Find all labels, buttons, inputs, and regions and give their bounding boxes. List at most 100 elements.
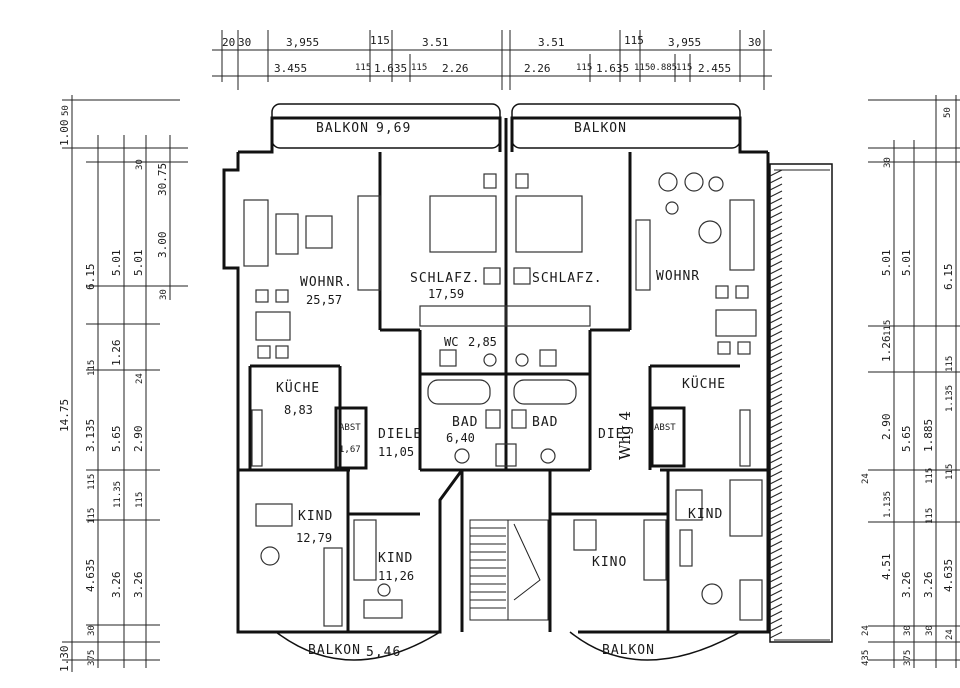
dim-label: 375	[87, 650, 97, 666]
hatch-stroke	[769, 589, 783, 597]
hatch-stroke	[769, 603, 783, 611]
dim-label: 115	[576, 63, 592, 73]
hatch-stroke	[769, 190, 783, 198]
wardrobe-icon	[505, 305, 591, 327]
hatch-stroke	[769, 281, 783, 289]
hatch-stroke	[769, 533, 783, 541]
dim-label: 435	[861, 650, 871, 666]
chair-icon	[658, 172, 678, 192]
hatch-stroke	[769, 358, 783, 366]
dim-label: 2.26	[524, 62, 551, 75]
hatch-stroke	[769, 316, 783, 324]
room-label-kueche-left: KÜCHE	[276, 379, 320, 396]
hatch-stroke	[769, 505, 783, 513]
dim-label: 115	[945, 464, 955, 480]
dim-label: 115	[634, 63, 650, 73]
shelf-icon	[357, 195, 381, 291]
dim-label: 3.135	[84, 419, 97, 452]
unit-tag: Whg 4	[616, 411, 634, 460]
dim-label: 14.75	[58, 399, 71, 432]
room-label-diele-left: DIELE	[378, 427, 422, 442]
room-label-kind-right-inner: KINO	[592, 555, 627, 570]
dim-label: 1.00	[58, 120, 71, 147]
hatch-stroke	[769, 323, 783, 331]
dim-label: 30	[87, 625, 97, 636]
dim-label: 2.90	[880, 414, 893, 441]
room-label-schlafz-right: SCHLAFZ.	[532, 271, 603, 286]
dim-label: 115	[883, 320, 893, 336]
desk-icon	[363, 599, 403, 619]
hatch-stroke	[769, 288, 783, 296]
hatch-stroke	[769, 302, 783, 310]
room-area-wc: 2,85	[468, 335, 497, 349]
hatch-stroke	[769, 624, 783, 632]
left-dimension-lines	[62, 95, 188, 672]
dim-label: 24	[135, 373, 145, 384]
dim-label: 30	[925, 625, 935, 636]
dim-label: 30	[238, 36, 251, 49]
dim-label: 24	[861, 625, 871, 636]
room-label-wohnr-left: WOHNR.	[300, 275, 353, 290]
room-label-balkon-top-right: BALKON	[574, 121, 627, 136]
bathtub-icon	[427, 379, 491, 405]
toilet-icon	[540, 448, 556, 464]
hatch-stroke	[769, 239, 783, 247]
hatch-stroke	[769, 386, 783, 394]
balcony-top-right	[511, 103, 741, 149]
hatch-stroke	[769, 267, 783, 275]
sink-icon	[485, 409, 501, 429]
dim-label: 115	[925, 508, 935, 524]
room-label-balkon-bottom-left: BALKON	[308, 643, 361, 658]
bed-icon	[515, 195, 583, 253]
top-dimension-lines	[212, 30, 772, 90]
dim-label: 20	[222, 36, 235, 49]
wardrobe-icon	[323, 547, 343, 627]
hatch-stroke	[769, 512, 783, 520]
sofa-icon	[243, 199, 269, 267]
chair-icon	[684, 172, 704, 192]
hatch-stroke	[769, 421, 783, 429]
dim-label: 30	[883, 157, 893, 168]
dim-label: 1.135	[883, 491, 893, 518]
dim-label: 5.01	[132, 250, 145, 277]
hatch-stroke	[769, 211, 783, 219]
hatch-stroke	[769, 463, 783, 471]
hatch-stroke	[769, 197, 783, 205]
dim-label: 0.885	[650, 63, 677, 73]
abst-right-closet	[650, 406, 686, 468]
balcony-bottom-right	[569, 631, 741, 661]
hatch-stroke	[769, 631, 783, 639]
hatch-stroke	[769, 204, 783, 212]
dim-label: 30	[159, 289, 169, 300]
dim-label: 1.26	[880, 336, 893, 363]
room-label-kind-right-outer: KIND	[688, 507, 723, 522]
dim-label: 3.51	[538, 36, 565, 49]
dim-label: 5.65	[900, 426, 913, 453]
room-area-bad-left: 6,40	[446, 431, 475, 445]
room-area-balkon-top-left: 9,69	[376, 121, 411, 136]
dim-label: 50	[61, 105, 71, 116]
hatch-stroke	[769, 484, 783, 492]
hatch-stroke	[769, 477, 783, 485]
hatch-stroke	[769, 330, 783, 338]
hatch-stroke	[769, 372, 783, 380]
hatch-stroke	[769, 274, 783, 282]
room-area-balkon-bottom-left: 5,46	[366, 645, 401, 660]
hatch-stroke	[769, 456, 783, 464]
staircase	[469, 519, 549, 621]
hatch-stroke	[769, 169, 783, 177]
dim-label: 4.51	[880, 554, 893, 581]
dim-label: 3,955	[668, 36, 701, 49]
hatch-stroke	[769, 617, 783, 625]
dim-label: 11.35	[113, 481, 123, 508]
armchair-icon	[305, 215, 333, 249]
dim-label: 2.455	[698, 62, 731, 75]
hatch-stroke	[769, 183, 783, 191]
dim-label: 1.135	[945, 385, 955, 412]
abst-left-closet	[334, 406, 368, 470]
dim-label: 1.26	[110, 340, 123, 367]
hatch-stroke	[769, 554, 783, 562]
dim-label: 375	[903, 650, 913, 666]
hatch-stroke	[769, 393, 783, 401]
